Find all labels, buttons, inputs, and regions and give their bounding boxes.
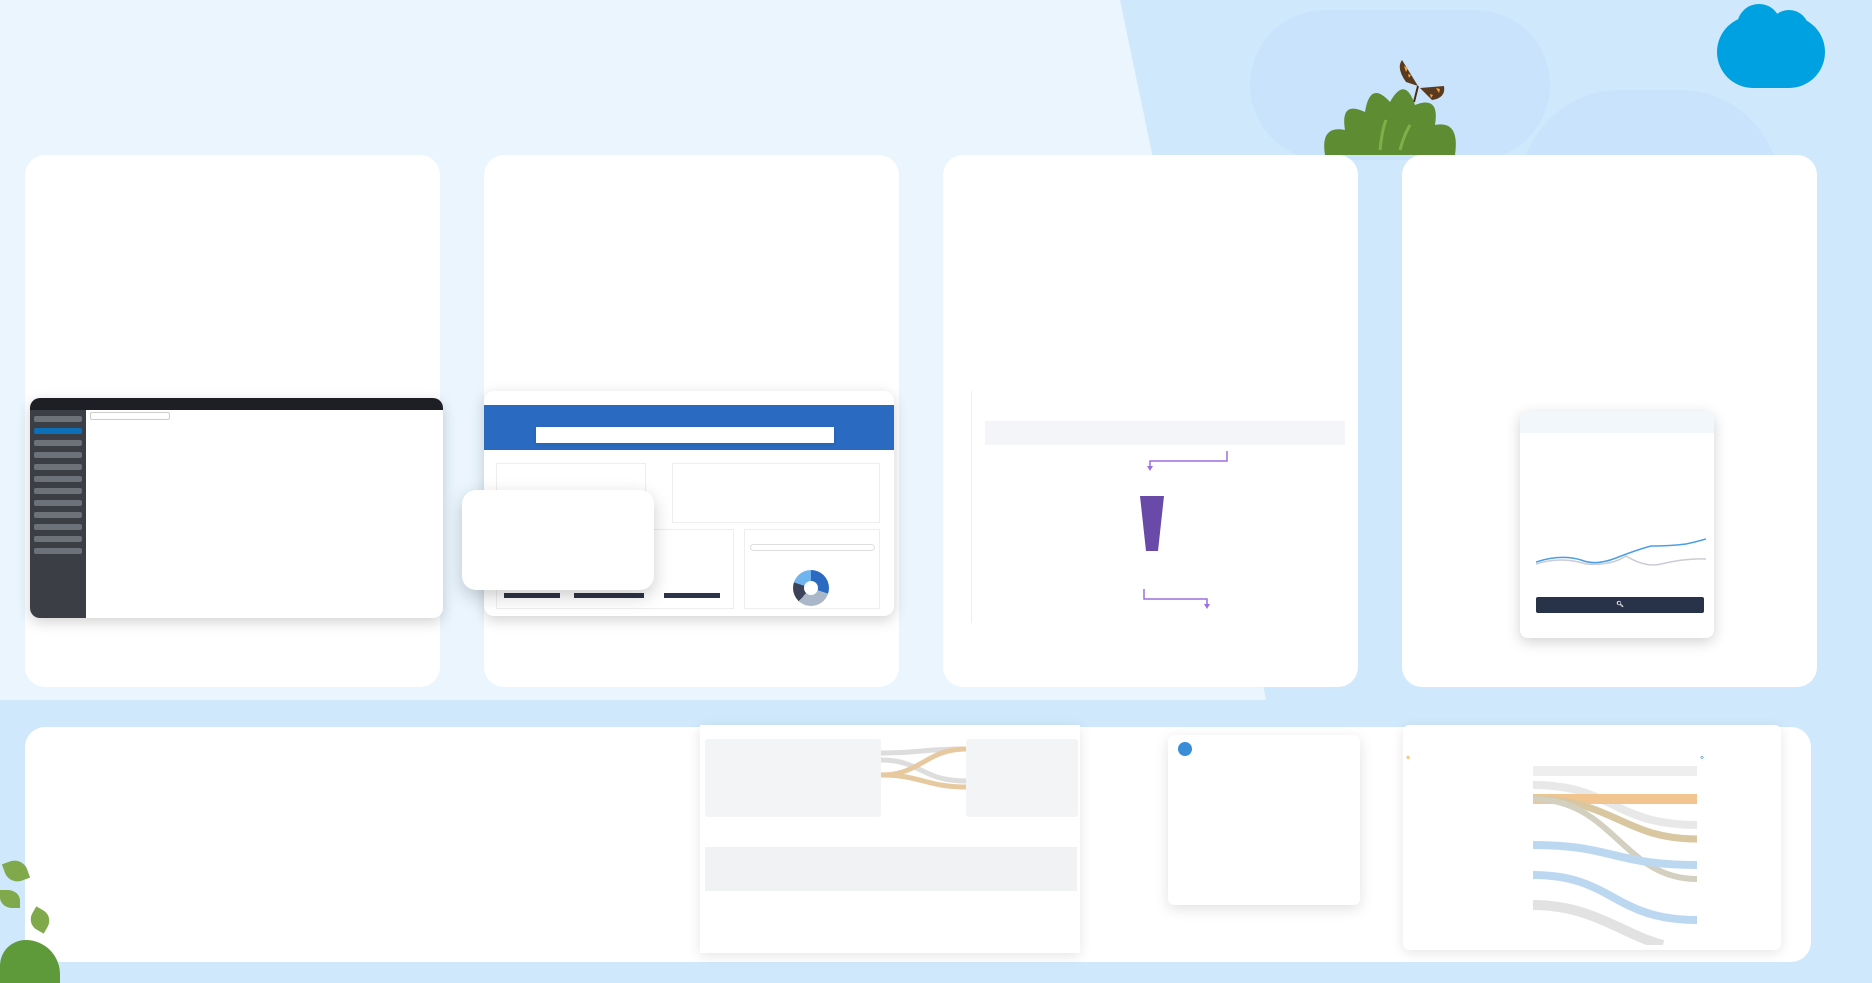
bush-illustration (1324, 89, 1456, 155)
cloud-icon (1717, 4, 1825, 88)
campaign-panel (744, 529, 880, 609)
app-top-bar (30, 398, 443, 410)
data-model-list (1168, 735, 1360, 905)
card-ai-insights: 🔍︎ (1402, 155, 1817, 687)
butterfly-icon (1399, 60, 1445, 103)
card-dashboarding (462, 155, 899, 687)
top-kpis-popout (462, 490, 654, 590)
einstein-insight-widget: 🔍︎ (1520, 411, 1714, 638)
channel-chips (536, 427, 834, 443)
my-data-model-header: ⚙︎ (1700, 755, 1705, 760)
campaign-select (750, 544, 875, 551)
mapping-flows (1533, 766, 1697, 945)
funnel-arrows (1140, 451, 1228, 609)
dimensions-table (966, 739, 1078, 817)
connectors-screenshot (30, 398, 443, 618)
channel-donut-chart (793, 570, 829, 606)
insight-sparkline (1536, 538, 1706, 566)
rules-table (705, 839, 1077, 891)
harmonization-screenshot (700, 725, 1080, 953)
data-model-header (1168, 735, 1360, 763)
data-model-icon (1178, 742, 1192, 756)
funnel-screenshot (971, 391, 1356, 623)
card-integration (25, 155, 443, 687)
trend-bar-chart (698, 478, 818, 516)
data-mapping-visualizer: ⚙︎ ⚙︎ (1403, 725, 1781, 950)
plant-illustration (0, 856, 70, 983)
explore-button (574, 593, 644, 598)
channel-tabs (985, 421, 1345, 445)
card-data-quality: ⚙︎ ⚙︎ (25, 725, 1811, 962)
explore-button[interactable]: 🔍︎ (1536, 597, 1704, 613)
dashboard-header (484, 391, 894, 405)
patterns-table (705, 739, 881, 817)
connector-grid (90, 426, 439, 618)
data-source-search-input (90, 412, 170, 420)
card-attribution (943, 155, 1358, 687)
app-sidebar (30, 410, 86, 618)
pattern-flow (881, 746, 966, 790)
explore-button (664, 593, 720, 598)
widget-header (1520, 411, 1714, 433)
external-data-header: ⚙︎ (1406, 755, 1411, 760)
trend-panel (672, 463, 880, 523)
explore-button (504, 593, 560, 598)
salesforce-logo (1717, 4, 1825, 88)
